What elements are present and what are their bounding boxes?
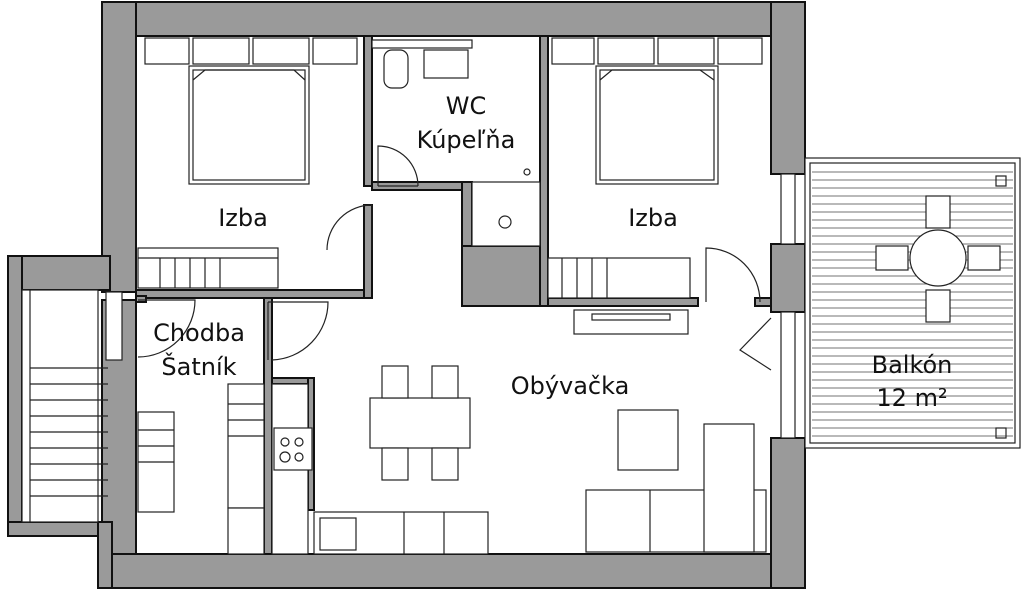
wall-annex-top [7, 255, 111, 291]
wall-right-top [770, 1, 806, 175]
label-balcony: Balkón [872, 351, 953, 379]
coffee-table [617, 409, 679, 471]
wall-right-bottom [770, 437, 806, 589]
bed-left [137, 65, 310, 289]
sofa-chaise [703, 423, 755, 553]
deck-boards [812, 171, 1013, 437]
label-wc: WC [446, 92, 487, 120]
dining-table [369, 365, 471, 481]
wall-bedroom-bath [363, 35, 373, 187]
window-2 [192, 37, 250, 65]
window-right-upper [780, 173, 796, 245]
window-right-lower [780, 311, 796, 439]
bed-right [547, 65, 719, 299]
balcony-deck [804, 157, 1021, 449]
window-6 [597, 37, 655, 65]
window-1 [144, 37, 190, 65]
living-furniture [573, 309, 767, 553]
hall-furniture [137, 383, 265, 555]
shower [471, 181, 541, 247]
window-3 [252, 37, 310, 65]
wall-annex-corner [97, 521, 113, 589]
wall-bath-right [539, 35, 549, 307]
toilet [383, 49, 409, 89]
stove [273, 427, 313, 471]
wall-annex-bottom [7, 521, 111, 537]
doors [137, 145, 772, 371]
label-bedroom-right: Izba [628, 204, 678, 232]
wall-top [101, 1, 806, 37]
stairs [21, 289, 108, 523]
wall-annex-left [7, 255, 23, 537]
room-labels: Izba Izba WC Kúpeľňa Chodba Šatník Obýva… [153, 92, 952, 412]
wall-bedroom-right-bottom [547, 297, 699, 307]
window-hall [105, 291, 123, 361]
wall-bedroom-hall [363, 204, 373, 299]
label-living: Obývačka [511, 372, 630, 400]
label-wardrobe: Šatník [161, 351, 236, 381]
wall-bottom [101, 553, 806, 589]
label-balcony-area: 12 m² [876, 384, 947, 412]
sink [423, 49, 469, 79]
wardrobe-left [137, 247, 279, 289]
label-hall: Chodba [153, 319, 245, 347]
kitchen-sink [319, 517, 357, 551]
wall-left-upper [101, 1, 137, 293]
tv [591, 313, 671, 321]
window-5 [551, 37, 595, 65]
window-bath [371, 39, 473, 49]
wall-shower-block [461, 245, 549, 307]
wall-bedroom-right-bottom-end [754, 297, 772, 307]
window-8 [717, 37, 763, 65]
label-bedroom-left: Izba [218, 204, 268, 232]
windows [105, 37, 796, 439]
label-bathroom: Kúpeľňa [417, 126, 516, 154]
wall-bedroom-left-bottom [135, 289, 371, 299]
balcony [804, 157, 1021, 449]
bathroom-fixtures [383, 49, 541, 247]
kitchen [271, 383, 489, 555]
wall-right-mid [770, 243, 806, 313]
hall-shoe-cabinet [227, 383, 265, 509]
stair-area [21, 289, 99, 523]
window-4 [312, 37, 358, 65]
wardrobe-right [547, 257, 691, 299]
balcony-table [909, 229, 967, 287]
window-7 [657, 37, 715, 65]
wall-hall-stub [135, 295, 147, 303]
